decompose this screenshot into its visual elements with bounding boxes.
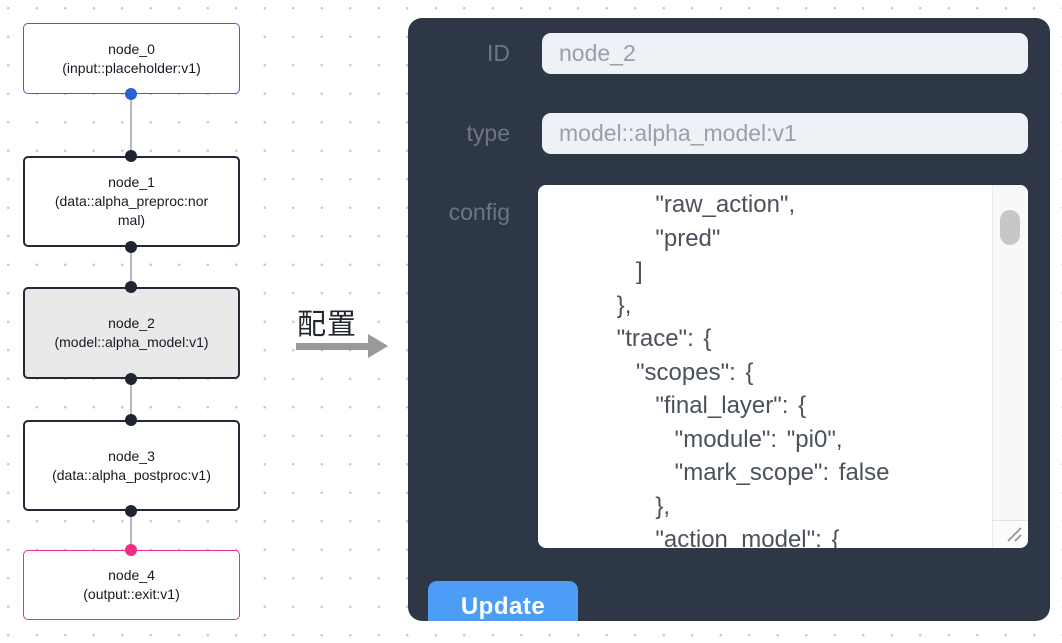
port-output[interactable] — [125, 373, 137, 385]
node-node_1[interactable]: node_1 (data::alpha_preproc:normal) — [23, 156, 240, 247]
id-input[interactable] — [542, 33, 1028, 74]
port-input[interactable] — [125, 150, 137, 162]
node-id-label: node_0 — [108, 40, 155, 57]
arrow-right-icon — [296, 334, 388, 358]
node-id-label: node_2 — [108, 315, 155, 331]
node-type-label: (output::exit:v1) — [83, 586, 180, 602]
port-output[interactable] — [125, 241, 137, 253]
node-type-label: (input::placeholder:v1) — [62, 59, 201, 76]
transition-label: 配置 — [297, 309, 358, 341]
type-field-label: type — [466, 120, 510, 146]
port-input[interactable] — [125, 281, 137, 293]
node-node_3[interactable]: node_3 (data::alpha_postproc:v1) — [23, 420, 240, 511]
port-input[interactable] — [125, 544, 137, 556]
config-field-label: config — [448, 199, 510, 225]
node-type-label: (data::alpha_postproc:v1) — [52, 466, 211, 483]
node-node_4[interactable]: node_4 (output::exit:v1) — [23, 550, 240, 620]
id-field-label: ID — [487, 40, 510, 66]
config-textarea[interactable]: "raw_action", "pred" ] }, "trace": { "sc… — [538, 185, 1028, 548]
update-button[interactable]: Update — [428, 581, 578, 621]
node-id-label: node_3 — [108, 447, 155, 464]
edge — [130, 379, 132, 420]
port-output[interactable] — [125, 505, 137, 517]
edge — [130, 511, 132, 550]
config-panel: ID type config "raw_action", "pred" ] },… — [408, 18, 1050, 621]
type-input[interactable] — [542, 113, 1028, 154]
node-node_0[interactable]: node_0 (input::placeholder:v1) — [23, 23, 240, 94]
node-node_2-selected[interactable]: node_2 (model::alpha_model:v1) — [23, 287, 240, 379]
port-output[interactable] — [125, 88, 137, 100]
scrollbar-track[interactable] — [992, 185, 1028, 520]
node-type-label: (model::alpha_model:v1) — [54, 334, 209, 350]
node-id-label: node_4 — [108, 567, 155, 583]
resize-handle[interactable] — [992, 520, 1028, 548]
node-id-label: node_1 — [108, 174, 155, 190]
resize-grip-icon — [1007, 527, 1022, 542]
port-input[interactable] — [125, 414, 137, 426]
config-json-text: "raw_action", "pred" ] }, "trace": { "sc… — [616, 191, 890, 548]
node-type-label: (data::alpha_preproc:normal) — [54, 193, 209, 228]
scrollbar-thumb[interactable] — [1000, 210, 1020, 245]
edge — [130, 247, 132, 287]
edge — [130, 94, 132, 156]
